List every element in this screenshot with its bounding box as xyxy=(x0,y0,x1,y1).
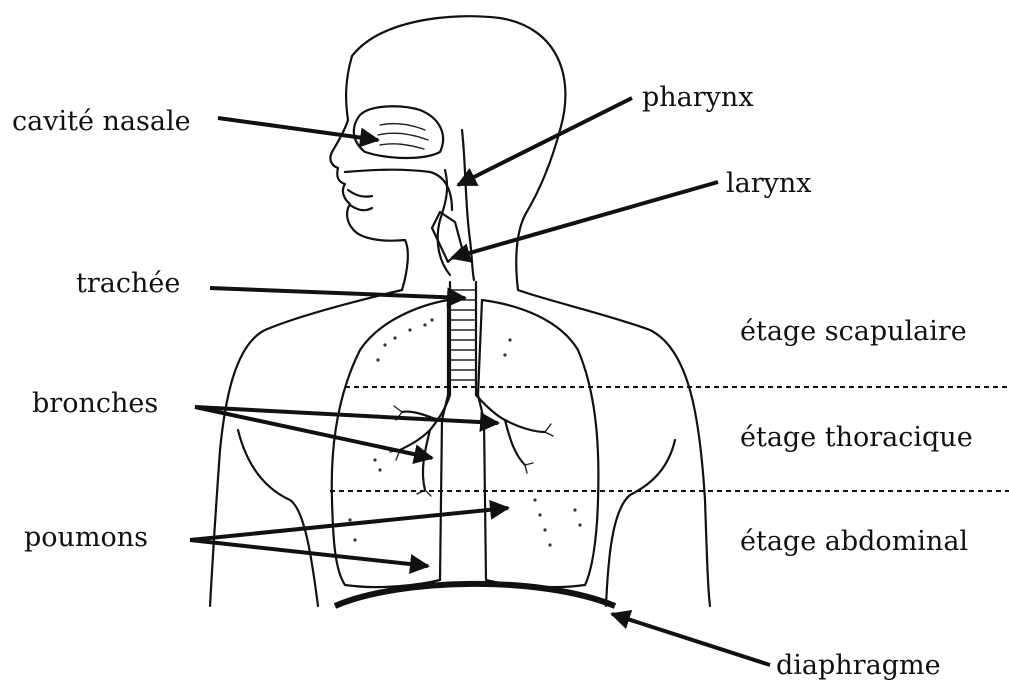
label-bronchi: bronches xyxy=(32,390,158,417)
arrow-lungs-right xyxy=(190,508,508,540)
label-pharynx: pharynx xyxy=(642,84,754,111)
label-abdominal-level: étage abdominal xyxy=(740,528,968,555)
nasal-cavity-drawing xyxy=(345,106,452,210)
label-scapular-level: étage scapulaire xyxy=(740,318,967,345)
arrow-trachea xyxy=(210,288,465,298)
label-lungs: poumons xyxy=(24,524,148,551)
body-outline xyxy=(210,16,710,606)
label-nasal-cavity: cavité nasale xyxy=(12,108,191,135)
label-diaphragm: diaphragme xyxy=(776,652,941,679)
label-thoracic-level: étage thoracique xyxy=(740,424,973,451)
arrow-diaphragm xyxy=(612,614,770,665)
arrow-pharynx xyxy=(458,98,632,185)
arrow-larynx xyxy=(452,182,718,258)
label-larynx: larynx xyxy=(726,170,812,197)
label-arrows xyxy=(190,98,770,665)
airway-drawing xyxy=(432,130,476,395)
label-trachea: trachée xyxy=(76,270,180,297)
